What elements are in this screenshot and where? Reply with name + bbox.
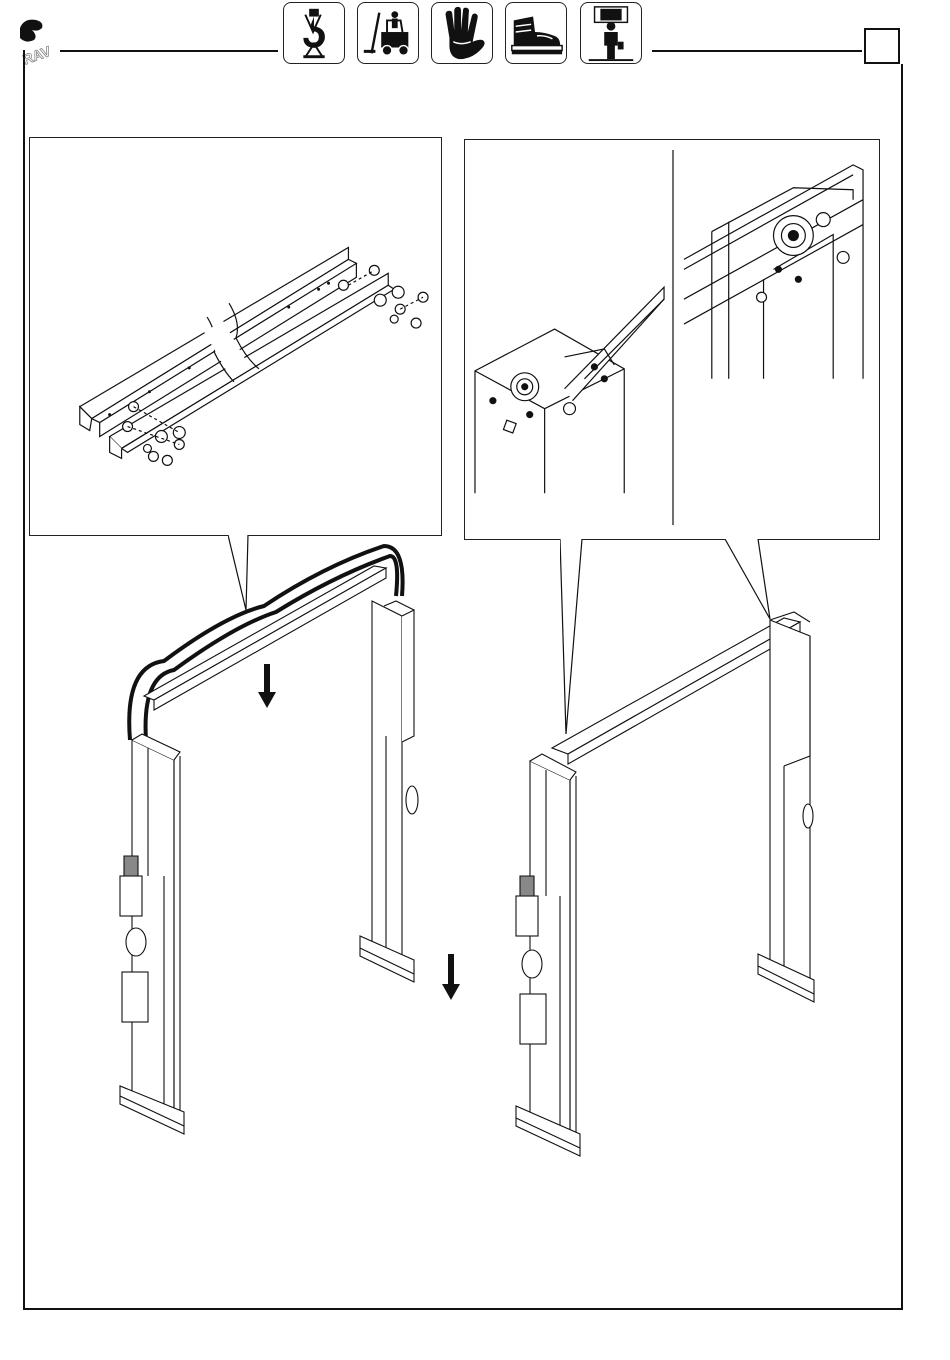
safety-shoes-icon xyxy=(505,2,567,64)
brand-logo-text: RAV xyxy=(21,43,54,68)
brand-logo: RAV xyxy=(14,14,60,68)
lift-assembly-illustration xyxy=(24,136,900,1308)
page-number-box xyxy=(864,28,900,64)
protective-gloves-icon xyxy=(431,2,493,64)
crane-hook-icon xyxy=(283,2,345,64)
operator-person-icon xyxy=(580,2,642,64)
frame-bottom-border xyxy=(23,1308,903,1310)
forklift-icon xyxy=(357,2,419,64)
header-rule-right xyxy=(652,50,862,52)
header-rule-left xyxy=(60,50,278,52)
frame-right-border xyxy=(901,64,903,1310)
